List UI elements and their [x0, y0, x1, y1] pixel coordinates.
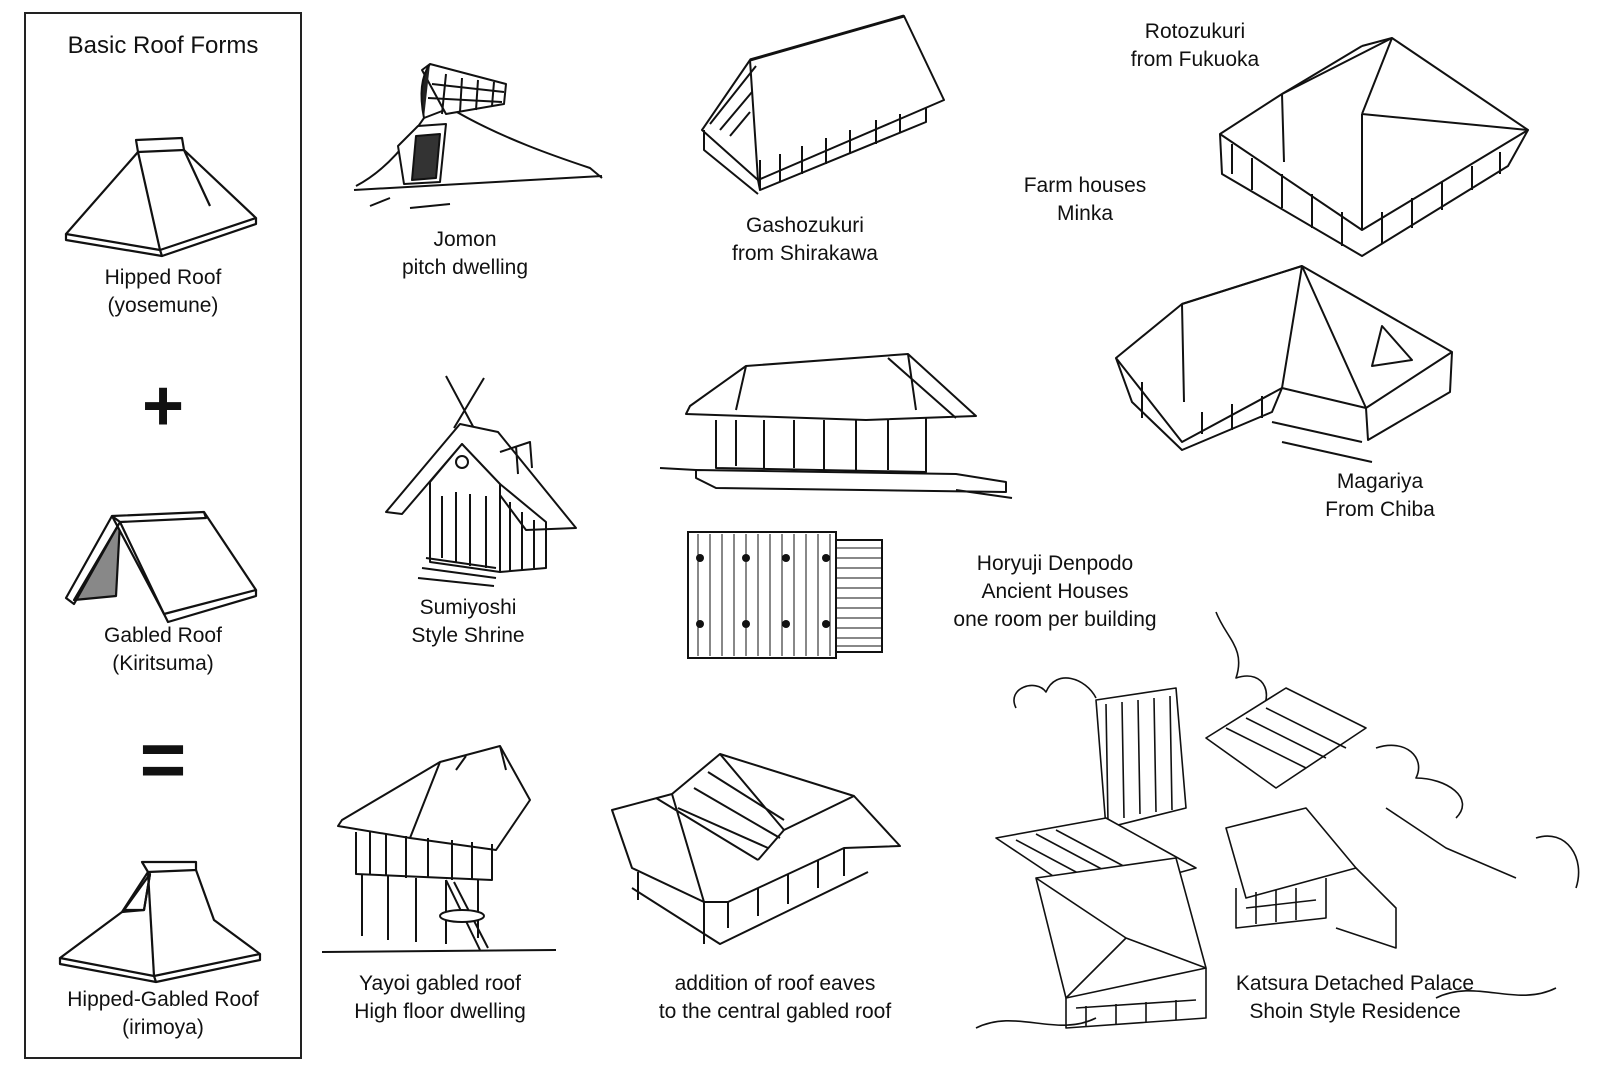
roof-eaves-illustration [608, 748, 908, 958]
hipped-gabled-roof-illustration [54, 854, 264, 984]
gashozukuri-illustration [690, 10, 960, 200]
sumiyoshi-shrine-illustration [350, 372, 590, 587]
magariya-illustration [1112, 262, 1462, 462]
gabled-roof-label: Gabled Roof(Kiritsuma) [104, 624, 222, 675]
yayoi-dwelling-illustration [316, 740, 566, 955]
horyuji-floor-plan [686, 528, 886, 662]
rotozukuri-illustration [1212, 34, 1532, 264]
katsura-palace-illustration [976, 608, 1606, 1038]
jomon-dwelling-illustration [350, 58, 610, 218]
gabled-roof-illustration [60, 504, 260, 634]
basic-roof-forms-panel: Basic Roof Forms Hipped Roof(yosemune) +… [24, 12, 302, 1059]
equals-sign: = [139, 715, 187, 804]
hipped-roof-label: Hipped Roof(yosemune) [104, 266, 222, 317]
hipped-gabled-roof-label: Hipped-Gabled Roof(irimoya) [67, 988, 259, 1039]
hipped-roof-illustration [60, 132, 260, 262]
plus-sign: + [141, 366, 185, 446]
panel-title: Basic Roof Forms [67, 32, 259, 59]
horyuji-denpodo-illustration [656, 350, 1012, 505]
